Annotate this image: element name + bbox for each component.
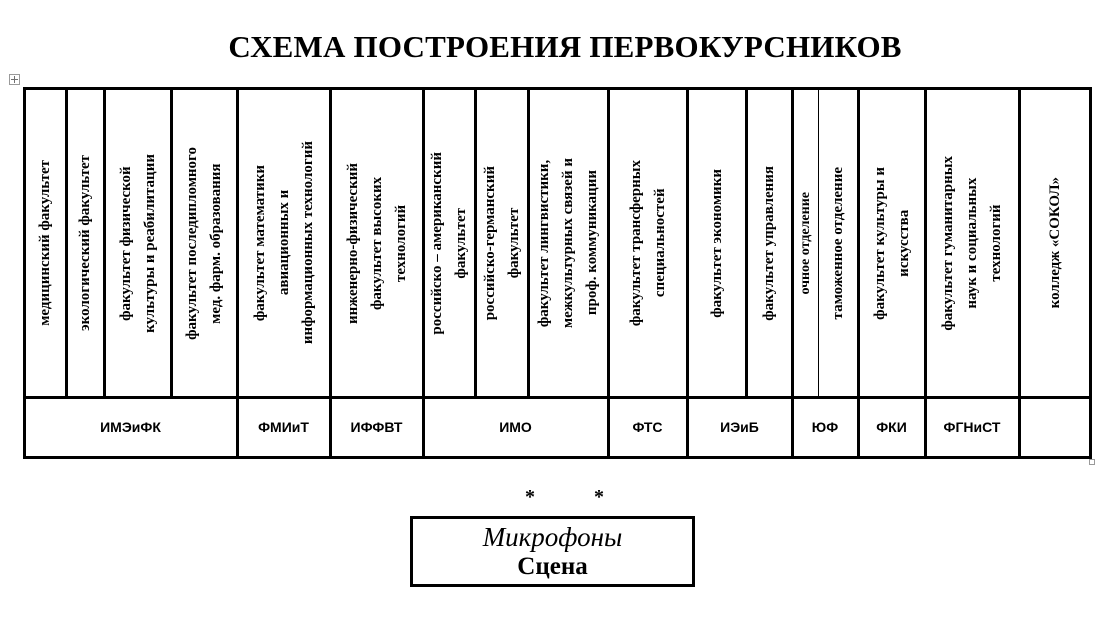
- column-divider-thin: [818, 87, 819, 396]
- faculty-cell: инженерно-физический факультет высоких т…: [330, 93, 423, 393]
- table-border-bottom: [23, 456, 1091, 459]
- faculty-name: российско-германский факультет: [481, 165, 522, 321]
- faculty-cell: факультет культуры и искусства: [858, 93, 925, 393]
- faculty-name: таможенное отделение: [830, 166, 846, 320]
- group-row-separator: [23, 396, 1091, 399]
- faculty-cell: экологический факультет: [66, 93, 104, 393]
- formation-table: медицинский факультет экологический факул…: [23, 87, 1092, 459]
- faculty-name: российско – американский факультет: [429, 151, 469, 335]
- column-divider: [474, 87, 477, 396]
- institute-abbreviation: ФМИиТ: [258, 419, 309, 435]
- faculty-cell: таможенное отделение: [818, 93, 858, 393]
- institute-abbreviation: ФГНиСТ: [943, 419, 1001, 435]
- faculty-name: факультет трансферных специальностей: [627, 159, 668, 327]
- stage-label: Сцена: [517, 552, 588, 580]
- faculty-cell: факультет трансферных специальностей: [608, 93, 687, 393]
- faculty-cell: факультет экономики: [687, 93, 746, 393]
- faculty-cell: российско-германский факультет: [475, 93, 528, 393]
- faculty-name: факультет последипломного мед. фарм. обр…: [184, 146, 224, 340]
- faculty-name: факультет культуры и искусства: [871, 166, 912, 320]
- stage-box: Микрофоны Сцена: [410, 516, 695, 587]
- faculty-cell: медицинский факультет: [24, 93, 66, 393]
- faculty-name: очное отделение: [797, 191, 813, 295]
- faculty-name: факультет гуманитарных наук и социальных…: [940, 155, 1004, 331]
- institute-abbreviation: ИФФВТ: [350, 419, 403, 435]
- faculty-name: факультет математики авиационных и инфор…: [251, 141, 316, 345]
- faculty-cell: факультет физической культуры и реабилит…: [104, 93, 171, 393]
- column-divider: [745, 87, 748, 396]
- faculty-name: факультет экономики: [708, 168, 725, 318]
- column-divider: [1018, 87, 1021, 458]
- column-divider: [329, 87, 332, 458]
- institute-abbreviation: ЮФ: [811, 419, 839, 435]
- faculty-cell: факультет лингвистики, межкультурных свя…: [528, 93, 608, 393]
- faculty-cell: факультет математики авиационных и инфор…: [237, 93, 330, 393]
- column-divider: [607, 87, 610, 458]
- table-border-top: [23, 87, 1091, 90]
- faculty-cell: российско – американский факультет: [423, 93, 475, 393]
- faculty-name: факультет управления: [761, 165, 777, 321]
- column-divider: [527, 87, 530, 396]
- column-divider: [686, 87, 689, 458]
- table-border-right: [1089, 87, 1092, 459]
- schema-title: СХЕМА ПОСТРОЕНИЯ ПЕРВОКУРСНИКОВ: [228, 29, 902, 64]
- faculty-name: факультет лингвистики, межкультурных свя…: [536, 157, 600, 329]
- column-divider: [924, 87, 927, 458]
- column-divider: [65, 87, 68, 396]
- institute-abbreviation: [1019, 399, 1090, 455]
- faculty-name: инженерно-физический факультет высоких т…: [344, 162, 409, 324]
- faculty-name: медицинский факультет: [37, 160, 53, 326]
- column-divider: [170, 87, 173, 396]
- faculty-cell: очное отделение: [792, 93, 818, 393]
- institute-abbreviation: ИМЭиФК: [100, 419, 161, 435]
- star-marker: *: [525, 486, 535, 508]
- faculty-cell: факультет последипломного мед. фарм. обр…: [171, 93, 237, 393]
- table-resize-handle[interactable]: [1089, 459, 1095, 465]
- faculty-cell: факультет гуманитарных наук и социальных…: [925, 93, 1019, 393]
- faculty-cell: факультет управления: [746, 93, 792, 393]
- faculty-name: факультет физической культуры и реабилит…: [117, 153, 158, 333]
- table-move-handle[interactable]: [9, 74, 20, 85]
- institute-abbreviation: ФТС: [632, 419, 663, 435]
- column-divider: [857, 87, 860, 458]
- faculty-name: колледж «СОКОЛ»: [1046, 177, 1063, 309]
- institute-abbreviation: ИМО: [499, 419, 532, 435]
- star-marker: *: [594, 486, 604, 508]
- institute-abbreviation: ИЭиБ: [720, 419, 759, 435]
- column-divider: [236, 87, 239, 458]
- faculty-name: экологический факультет: [77, 155, 93, 331]
- column-divider: [422, 87, 425, 458]
- faculty-cell: колледж «СОКОЛ»: [1019, 93, 1090, 393]
- microphones-label: Микрофоны: [482, 521, 623, 552]
- column-divider: [103, 87, 106, 396]
- column-divider: [791, 87, 794, 458]
- institute-abbreviation: ФКИ: [876, 419, 907, 435]
- table-border-left: [23, 87, 26, 459]
